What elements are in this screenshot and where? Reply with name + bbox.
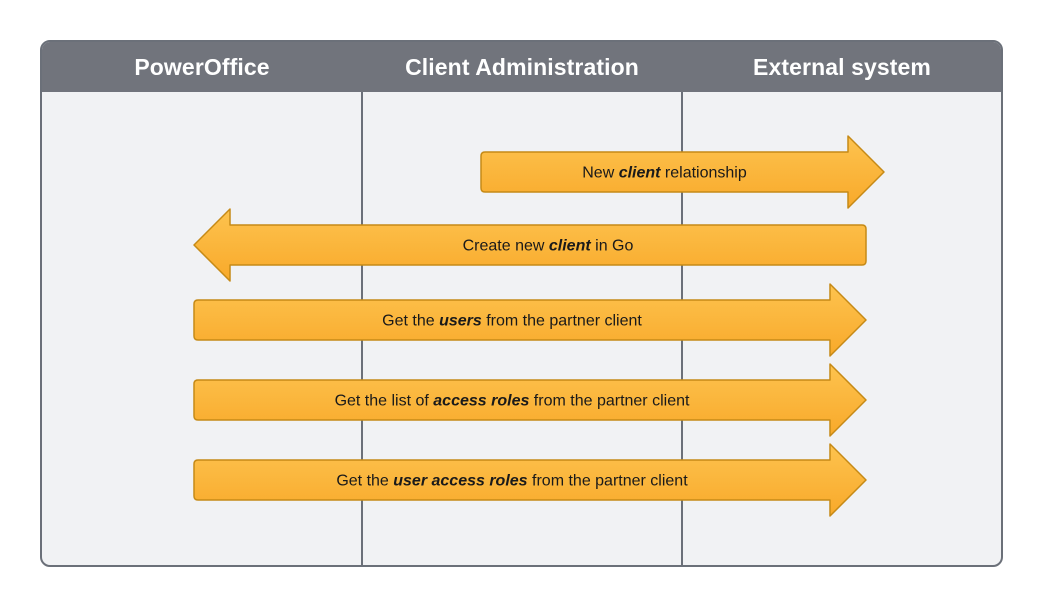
arrow-label-text: from the partner client [529, 393, 690, 410]
lane-title-poweroffice: PowerOffice [134, 54, 270, 80]
arrow-label-text: Get the [382, 313, 439, 330]
arrow-label-text: Get the [336, 473, 393, 490]
right-arrow-shape [480, 135, 885, 209]
right-arrow-shape [193, 363, 867, 437]
arrow-label-text: from the partner client [482, 313, 643, 330]
flow-arrow-2: Create new client in Go [193, 208, 867, 282]
arrow-label: Get the user access roles from the partn… [336, 473, 688, 490]
lane-header-bar: PowerOffice Client Administration Extern… [42, 42, 1001, 92]
arrow-label-emphasis: client [619, 165, 661, 182]
right-arrow-shape [193, 443, 867, 517]
arrow-label-text: Get the list of [335, 393, 434, 410]
flow-arrow-5: Get the user access roles from the partn… [193, 443, 867, 517]
arrow-label-emphasis: users [439, 313, 482, 330]
right-arrow-shape [193, 283, 867, 357]
arrow-label: New client relationship [582, 165, 747, 182]
flow-arrow-1: New client relationship [480, 135, 885, 209]
arrow-label-emphasis: user access roles [393, 473, 527, 490]
arrow-label-emphasis: client [549, 238, 591, 255]
lane-title-client-administration: Client Administration [405, 54, 639, 80]
arrow-label-text: relationship [660, 165, 746, 182]
flow-arrow-3: Get the users from the partner client [193, 283, 867, 357]
arrow-label-text: in Go [591, 238, 634, 255]
left-arrow-shape [193, 208, 867, 282]
arrow-label: Get the users from the partner client [382, 313, 642, 330]
flow-arrow-4: Get the list of access roles from the pa… [193, 363, 867, 437]
arrow-label: Get the list of access roles from the pa… [335, 393, 690, 410]
arrow-label-emphasis: access roles [433, 393, 529, 410]
arrow-label-text: from the partner client [528, 473, 689, 490]
arrow-label: Create new client in Go [463, 238, 634, 255]
arrow-label-text: New [582, 165, 618, 182]
lane-title-external-system: External system [753, 54, 931, 80]
arrow-label-text: Create new [463, 238, 549, 255]
